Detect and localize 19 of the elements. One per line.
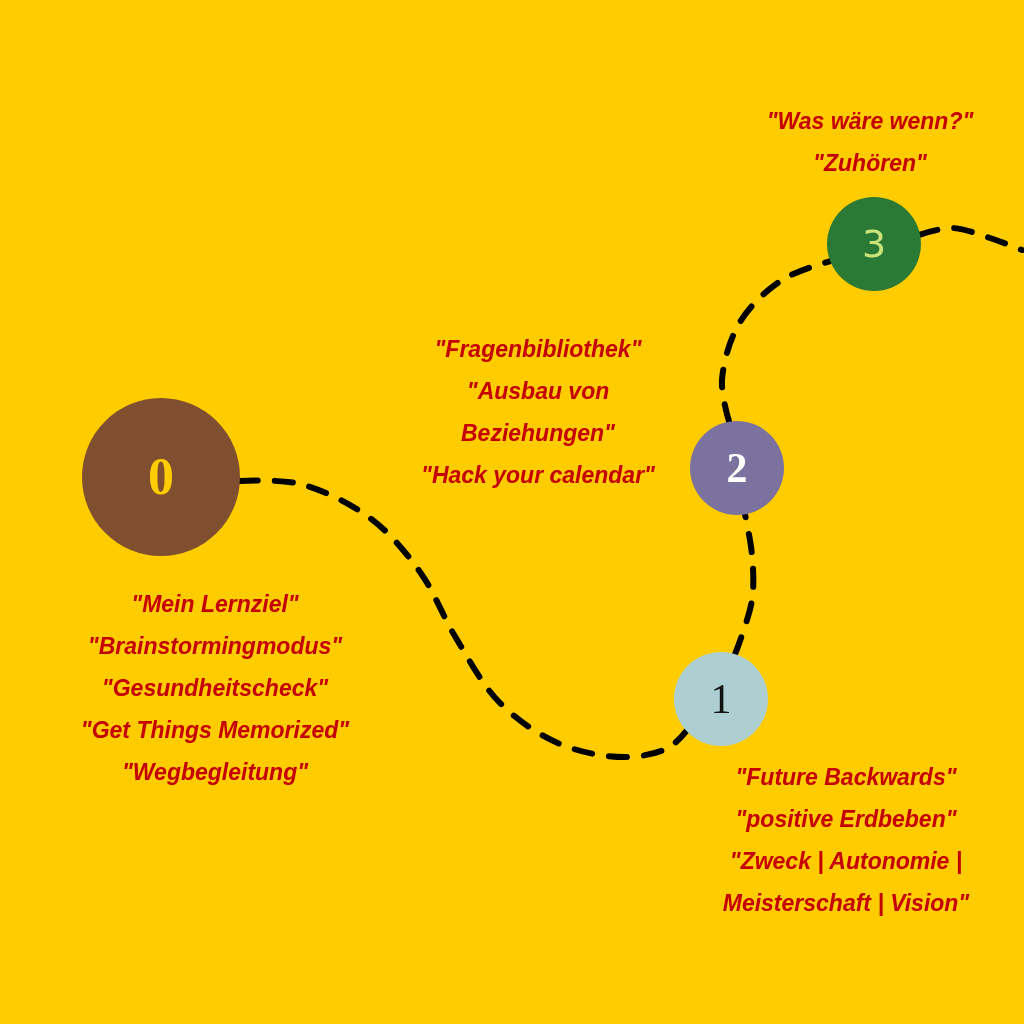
quote-text: "Zweck | Autonomie | Meisterschaft | Vision"	[721, 847, 971, 918]
dashed-connector	[718, 258, 834, 425]
quote-text: "Wegbegleitung"	[121, 758, 309, 787]
quote-text: "Brainstormingmodus"	[87, 632, 343, 661]
quote-text: "Fragenbibliothek"	[434, 335, 642, 364]
quote-text: "Gesundheitscheck"	[101, 674, 329, 703]
dashed-connector	[917, 225, 1024, 253]
quote-text: "Was wäre wenn?"	[766, 107, 974, 136]
step-number: 0	[148, 451, 174, 503]
quote-text: "Future Backwards"	[735, 763, 957, 792]
step-number: 1	[710, 678, 732, 720]
step-number: 2	[726, 447, 748, 489]
quote-text: "Get Things Memorized"	[80, 716, 350, 745]
quote-text: "Zuhören"	[813, 149, 927, 178]
step-number: 3	[861, 225, 887, 263]
quote-text: "Hack your calendar"	[421, 461, 655, 490]
quote-text: "Ausbau von Beziehungen"	[460, 377, 616, 448]
quote-text: "Mein Lernziel"	[131, 590, 299, 619]
quote-text: "positive Erdbeben"	[735, 805, 957, 834]
